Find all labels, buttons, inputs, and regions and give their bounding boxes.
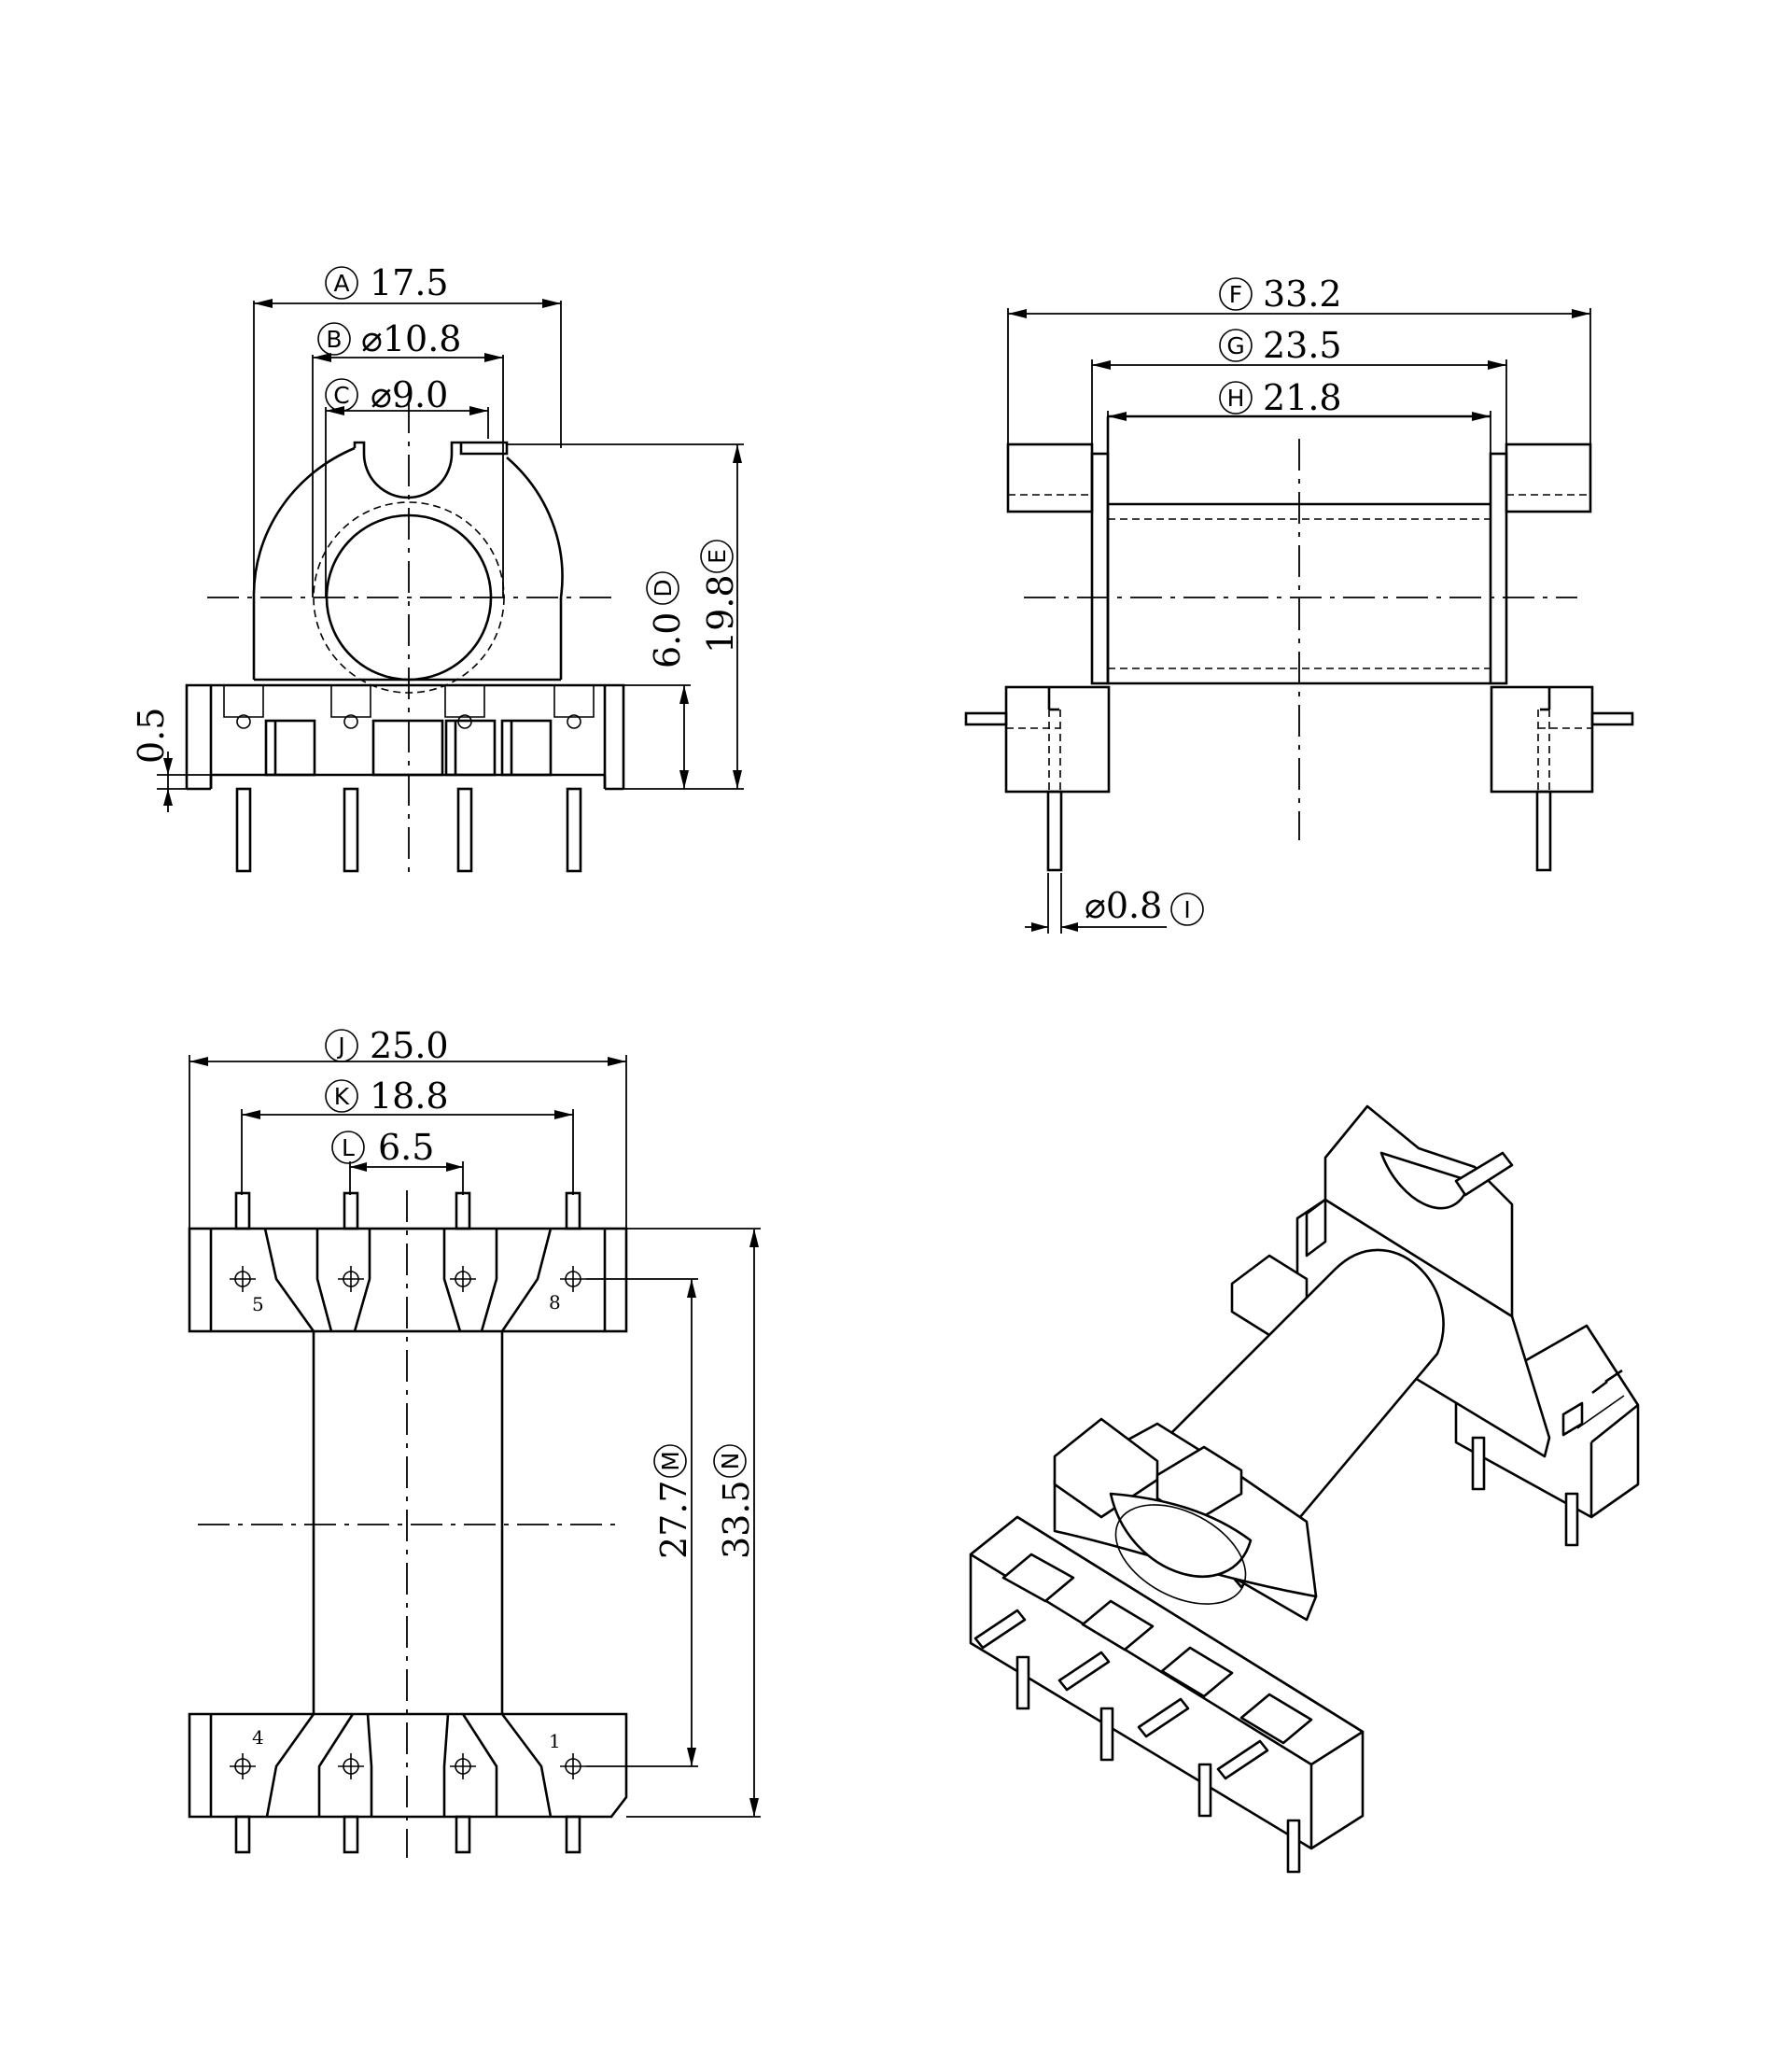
dimension-k: K 18.8	[241, 1075, 574, 1195]
dimension-d: 6.0 D	[623, 571, 691, 789]
dimension-e-value: 19.8	[700, 574, 741, 654]
dimension-h-value: 21.8	[1263, 377, 1342, 418]
dimension-a-letter: A	[333, 270, 349, 297]
dimension-f-value: 33.2	[1263, 274, 1342, 315]
dimension-c: C ⌀9.0	[325, 374, 489, 597]
front-view: A 17.5 B ⌀10.8 C ⌀9.0	[131, 262, 744, 878]
dimension-i-letter: I	[1183, 896, 1190, 923]
dimension-m-letter: M	[657, 1451, 684, 1471]
pin-number-8: 8	[549, 1291, 561, 1314]
dimension-i-value: ⌀0.8	[1085, 885, 1162, 926]
dimension-g: G 23.5	[1091, 325, 1507, 444]
dimension-l-letter: L	[342, 1134, 355, 1161]
dimension-f-letter: F	[1229, 281, 1242, 308]
dimension-f: F 33.2	[1007, 274, 1591, 444]
isometric-view	[969, 1104, 1640, 1874]
dimension-c-letter: C	[333, 382, 349, 409]
dimension-flange-value: 0.5	[131, 708, 172, 764]
dimension-n-letter: N	[717, 1453, 744, 1470]
pin-number-5: 5	[252, 1293, 264, 1315]
dimension-b: B ⌀10.8	[312, 318, 504, 597]
dimension-l: L 6.5	[331, 1127, 464, 1195]
dimension-h-letter: H	[1227, 385, 1245, 412]
dimension-l-value: 6.5	[378, 1127, 434, 1168]
dimension-g-value: 23.5	[1263, 325, 1342, 366]
pin-number-4: 4	[252, 1726, 264, 1749]
dimension-e-letter: E	[704, 549, 731, 564]
dimension-e: 19.8 E	[623, 444, 744, 790]
dimension-i: ⌀0.8 I	[1025, 873, 1204, 934]
dimension-d-value: 6.0	[647, 612, 688, 668]
pin-number-1: 1	[549, 1730, 561, 1752]
side-view: F 33.2 G 23.5 H 21.8	[964, 274, 1634, 934]
dimension-flange: 0.5	[131, 708, 211, 812]
top-view: J 25.0 K 18.8 L 6.5	[188, 1025, 761, 1858]
dimension-g-letter: G	[1226, 332, 1244, 359]
dimension-b-letter: B	[326, 326, 342, 353]
dimension-d-letter: D	[650, 579, 677, 597]
front-base	[185, 683, 625, 873]
dimension-n-value: 33.5	[716, 1480, 757, 1559]
dimension-k-value: 18.8	[370, 1075, 449, 1117]
dimension-j: J 25.0	[189, 1025, 627, 1229]
dimension-m: 27.7 M	[586, 1278, 698, 1767]
dimension-k-letter: K	[334, 1083, 350, 1110]
dimension-n: 33.5 N	[626, 1228, 761, 1818]
dimension-j-value: 25.0	[370, 1025, 449, 1066]
dimension-a-value: 17.5	[370, 262, 449, 303]
dimension-m-value: 27.7	[653, 1480, 694, 1559]
dimension-j-letter: J	[336, 1033, 344, 1060]
dimension-b-value: ⌀10.8	[361, 318, 462, 359]
